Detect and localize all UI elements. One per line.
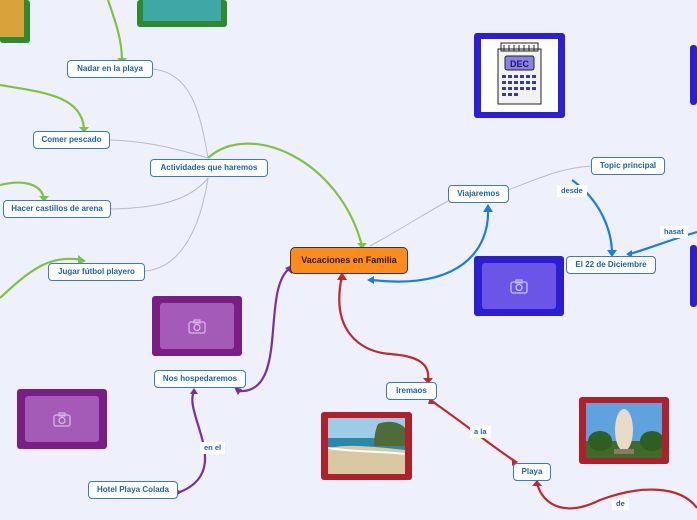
beach-photo-art [328,418,405,474]
food-photo [0,0,30,43]
camera-icon [53,411,71,427]
edge-image-middle [690,245,697,307]
node-actividades[interactable]: Actividades que haremos [150,159,268,177]
label-de: de [612,498,629,510]
monument-photo [579,397,669,464]
central-topic[interactable]: Vacaciones en Familia [290,247,408,274]
image-placeholder-purple-1 [152,296,242,356]
node-viajaremos[interactable]: Viajaremos [448,185,509,203]
calendar-month-label: DEC [510,59,530,69]
node-diciembre[interactable]: El 22 de Diciembre [566,256,656,274]
node-castillos[interactable]: Hacer castillos de arena [3,200,111,218]
node-playa[interactable]: Playa [513,463,551,481]
label-hasat: hasat [660,226,688,238]
label-a-la: a la [470,426,491,438]
node-comer[interactable]: Comer pescado [33,131,110,149]
node-hospedaremos[interactable]: Nos hospedaremos [154,370,246,388]
image-placeholder-purple-2 [17,389,107,449]
label-en-el: en el [200,442,226,454]
beach-photo [321,412,412,480]
swimming-photo [137,0,227,27]
camera-icon [188,318,206,334]
node-iremaos[interactable]: Iremaos [386,382,437,400]
label-desde: desde [557,185,587,197]
monument-photo-art [586,403,662,458]
node-nadar[interactable]: Nadar en la playa [67,60,153,78]
node-topic-principal[interactable]: Topic principal [591,157,665,175]
edge-image-top [690,45,697,105]
node-futbol[interactable]: Jugar fútbol playero [48,263,145,281]
camera-icon [510,278,528,294]
calendar-icon: DEC [497,42,542,105]
node-hotel[interactable]: Hotel Playa Colada [88,481,178,499]
calendar-image: DEC [474,33,565,118]
image-placeholder-blue [474,256,564,316]
